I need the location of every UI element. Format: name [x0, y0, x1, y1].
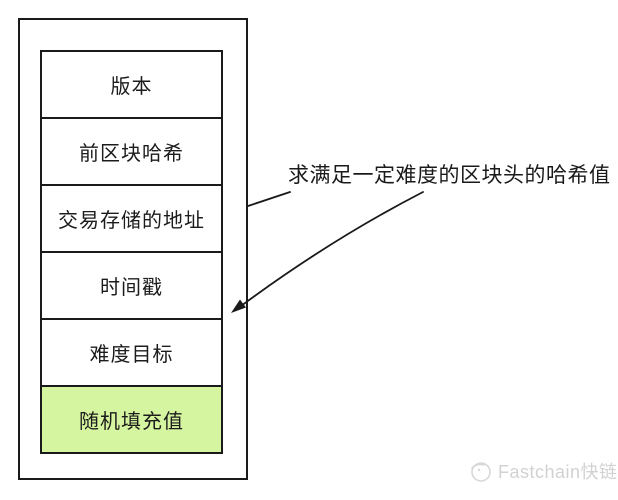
field-label-tx-address: 交易存储的地址: [58, 210, 205, 232]
fastchain-logo-icon: [471, 461, 491, 482]
field-cell-nonce: 随机填充值: [42, 387, 221, 452]
field-label-difficulty: 难度目标: [89, 344, 174, 366]
watermark-text: Fastchain快链: [498, 462, 618, 482]
block-header-stack: 版本 前区块哈希 交易存储的地址 时间戳 难度目标 随机填充值: [40, 50, 223, 454]
annotation-arrow-line: [240, 191, 424, 307]
field-label-timestamp: 时间戳: [100, 277, 163, 299]
field-cell-tx-address: 交易存储的地址: [42, 186, 221, 253]
field-cell-timestamp: 时间戳: [42, 253, 221, 320]
field-label-prev-hash: 前区块哈希: [79, 143, 184, 165]
field-cell-prev-hash: 前区块哈希: [42, 119, 221, 186]
annotation-text: 求满足一定难度的区块头的哈希值: [288, 164, 611, 187]
field-cell-difficulty: 难度目标: [42, 320, 221, 387]
field-cell-version: 版本: [42, 52, 221, 119]
watermark: Fastchain快链: [468, 458, 618, 484]
field-label-nonce: 随机填充值: [79, 411, 184, 433]
leader-line: [247, 191, 291, 207]
field-label-version: 版本: [110, 76, 153, 98]
